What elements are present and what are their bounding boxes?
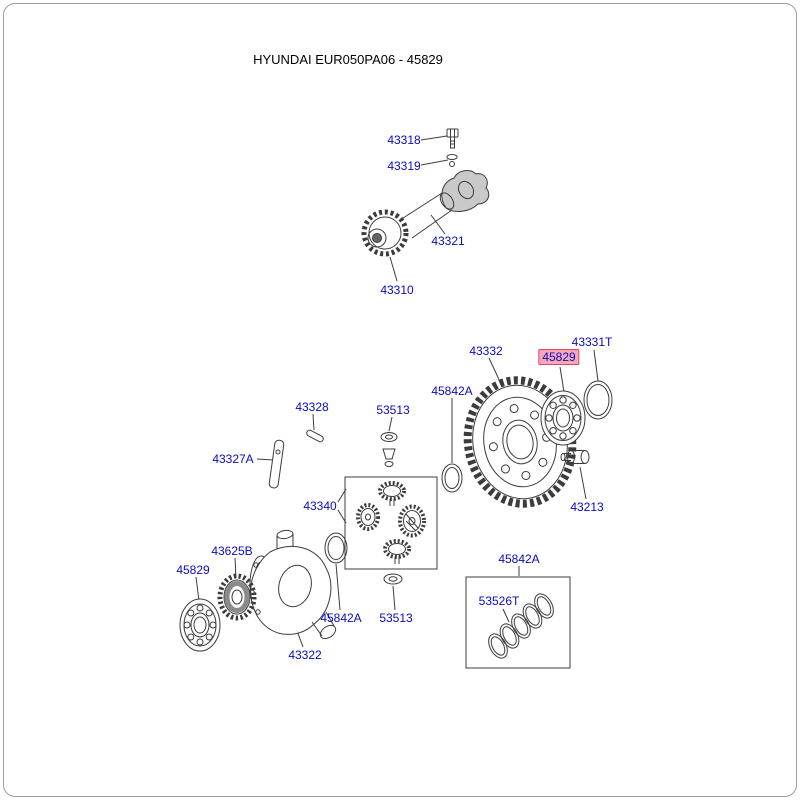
part-label-45829-left[interactable]: 45829 <box>176 563 210 577</box>
yoke-art <box>441 170 490 212</box>
spring-kit-box-art <box>465 576 571 669</box>
washer-53513-top-art <box>380 432 398 467</box>
pin-43327A-art <box>268 439 285 489</box>
bearing-45829-left-art <box>179 598 221 652</box>
part-label-53513-bottom[interactable]: 53513 <box>379 611 413 625</box>
part-label-43321[interactable]: 43321 <box>431 234 465 248</box>
part-label-43340[interactable]: 43340 <box>303 499 337 513</box>
part-label-43327A[interactable]: 43327A <box>212 452 254 466</box>
part-label-53513-top[interactable]: 53513 <box>376 403 410 417</box>
side-gear-left-art <box>356 503 380 531</box>
part-label-53526T[interactable]: 53526T <box>478 594 520 608</box>
side-gear-right-art <box>398 504 426 538</box>
part-label-43328[interactable]: 43328 <box>295 400 329 414</box>
part-label-43310[interactable]: 43310 <box>380 283 414 297</box>
spider-gear-top-art <box>378 481 406 506</box>
spider-gear-group-art <box>344 476 438 570</box>
spider-gear-bottom-art <box>383 539 411 564</box>
washer-43319-art <box>446 154 458 167</box>
pinion-gear-43310-art <box>361 209 409 257</box>
part-label-45829-highlight[interactable]: 45829 <box>538 349 580 365</box>
part-label-43332[interactable]: 43332 <box>469 344 503 358</box>
part-label-43213[interactable]: 43213 <box>570 500 604 514</box>
bolt-43213-art <box>560 450 590 464</box>
part-label-45842A-mid[interactable]: 45842A <box>320 611 362 625</box>
oring-45842A-mid-art <box>324 532 348 564</box>
pin-43328-art <box>306 429 324 443</box>
diagram-title: HYUNDAI EUR050PA06 - 45829 <box>253 52 443 67</box>
spring-coils-art <box>488 593 554 659</box>
pinion-shaft-assembly-art <box>361 128 490 257</box>
hub-gear-43625B-art <box>217 573 257 621</box>
part-label-45842A-top[interactable]: 45842A <box>431 384 473 398</box>
part-label-43322[interactable]: 43322 <box>288 648 322 662</box>
washer-53513-bottom-art <box>383 573 403 585</box>
differential-case-art <box>249 529 337 640</box>
part-label-45842A-right[interactable]: 45842A <box>498 552 540 566</box>
part-label-43331T[interactable]: 43331T <box>571 335 613 349</box>
part-label-43318[interactable]: 43318 <box>387 133 421 147</box>
leader-lines <box>195 135 599 648</box>
snap-ring-43331T-art <box>583 380 613 420</box>
bolt-43318-art <box>446 128 459 149</box>
oring-45842A-top-art <box>441 463 463 493</box>
part-label-43319[interactable]: 43319 <box>387 159 421 173</box>
bearing-45829-right-art <box>540 390 586 446</box>
part-label-43625B[interactable]: 43625B <box>211 544 253 558</box>
